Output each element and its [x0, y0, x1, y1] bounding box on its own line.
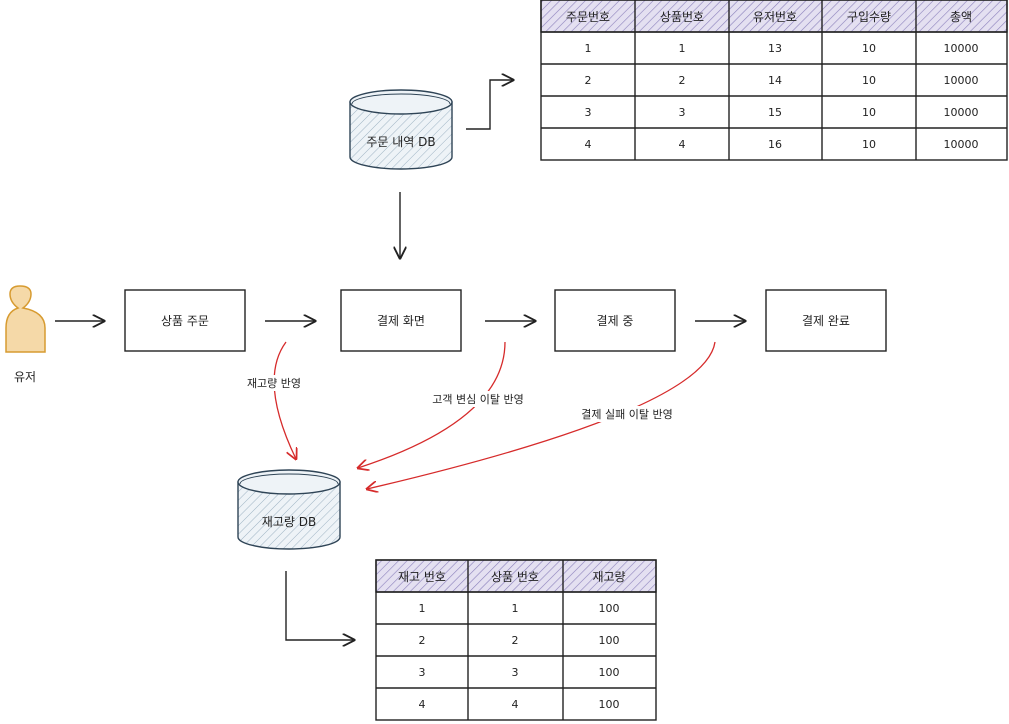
- order-db-top: [349, 89, 453, 115]
- order-table-cell: 10: [862, 42, 876, 55]
- order-table-header-cell: 총액: [950, 10, 972, 24]
- order-table-cell: 1: [679, 42, 686, 55]
- order-table-cell: 10: [862, 138, 876, 151]
- edge-order-to-stock-db: [273, 341, 296, 459]
- order-table: 주문번호 상품번호 유저번호 구입수량 총액 1 1 13 10 10000 2…: [540, 0, 1008, 161]
- process-payment-done-label: 결제 완료: [802, 314, 850, 328]
- stock-table-cell: 100: [599, 666, 620, 679]
- stock-table-cell: 100: [599, 602, 620, 615]
- process-order-box: 상품 주문: [124, 289, 246, 352]
- user-label: 유저: [14, 370, 36, 384]
- process-payment-done-box: 결제 완료: [765, 289, 887, 352]
- stock-table-cell: 2: [512, 634, 519, 647]
- stock-table-cell: 1: [419, 602, 426, 615]
- edge-label-payment-fail: 결제 실패 이탈 반영: [581, 408, 672, 421]
- stock-table-cell: 3: [512, 666, 519, 679]
- user-icon: [5, 285, 46, 353]
- order-table-cell: 2: [679, 74, 686, 87]
- order-table-header-cell: 구입수량: [847, 10, 891, 24]
- stock-table: 재고 번호 상품 번호 재고량 1 1 100 2 2 100 3 3 100 …: [375, 559, 657, 721]
- edge-label-customer-change: 고객 변심 이탈 반영: [432, 393, 523, 406]
- order-db: 주문 내역 DB: [349, 89, 453, 170]
- order-table-cell: 3: [679, 106, 686, 119]
- order-db-body: [349, 101, 453, 170]
- order-table-header-bg: [540, 0, 1008, 33]
- order-db-label: 주문 내역 DB: [366, 135, 435, 149]
- order-table-header-cell: 유저번호: [753, 10, 797, 24]
- order-table-header-cell: 상품번호: [660, 10, 704, 24]
- black-edges: [55, 80, 745, 640]
- order-table-cell: 10000: [944, 42, 979, 55]
- user-actor: 유저: [5, 285, 46, 384]
- stock-db-body: [237, 481, 341, 550]
- stock-db-label: 재고량 DB: [262, 515, 316, 529]
- edge-order-db-to-order-table: [466, 80, 513, 130]
- process-payment-screen-label: 결제 화면: [377, 314, 425, 328]
- stock-table-cell: 2: [419, 634, 426, 647]
- process-payment-screen-box: 결제 화면: [340, 289, 462, 352]
- stock-table-cell: 4: [419, 698, 426, 711]
- stock-table-cell: 1: [512, 602, 519, 615]
- order-table-cell: 2: [585, 74, 592, 87]
- order-table-cell: 10000: [944, 138, 979, 151]
- order-table-cell: 16: [768, 138, 782, 151]
- order-table-header-cell: 주문번호: [566, 10, 610, 24]
- edge-stock-db-to-stock-table: [285, 571, 354, 640]
- stock-table-cell: 4: [512, 698, 519, 711]
- order-table-cell: 4: [679, 138, 686, 151]
- stock-table-cell: 3: [419, 666, 426, 679]
- stock-db-top: [237, 469, 341, 495]
- order-table-cell: 4: [585, 138, 592, 151]
- order-table-cell: 3: [585, 106, 592, 119]
- order-table-cell: 15: [768, 106, 782, 119]
- process-paying-box: 결제 중: [554, 289, 676, 352]
- order-table-cell: 1: [585, 42, 592, 55]
- order-table-cell: 10000: [944, 106, 979, 119]
- process-paying-label: 결제 중: [597, 314, 634, 328]
- edge-payment-screen-to-stock-db: [358, 341, 506, 468]
- stock-table-header-cell: 상품 번호: [491, 570, 539, 584]
- stock-db: 재고량 DB: [237, 469, 341, 550]
- order-table-cell: 14: [768, 74, 782, 87]
- stock-table-cell: 100: [599, 634, 620, 647]
- order-table-cell: 10000: [944, 74, 979, 87]
- edge-label-stock-reflect: 재고량 반영: [247, 377, 301, 390]
- order-table-cell: 10: [862, 106, 876, 119]
- order-table-cell: 13: [768, 42, 782, 55]
- stock-table-header-cell: 재고 번호: [398, 570, 446, 584]
- order-table-cell: 10: [862, 74, 876, 87]
- stock-table-header-cell: 재고량: [592, 570, 625, 584]
- process-order-label: 상품 주문: [161, 314, 209, 328]
- stock-table-cell: 100: [599, 698, 620, 711]
- stock-table-header-bg: [375, 559, 657, 593]
